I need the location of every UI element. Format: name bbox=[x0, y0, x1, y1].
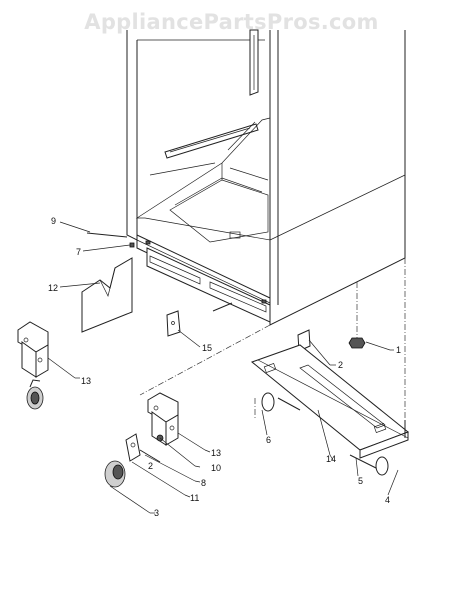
screw-mid bbox=[212, 302, 233, 312]
callout-10: 10 bbox=[211, 463, 221, 473]
callout-labels: 1 2 3 4 5 6 7 8 9 10 11 12 13 13 14 15 2 bbox=[48, 216, 401, 518]
pin-part-6 bbox=[261, 392, 301, 431]
bracket-part-15 bbox=[166, 310, 201, 348]
callout-15: 15 bbox=[202, 343, 212, 353]
roller-wheel-left bbox=[26, 379, 44, 410]
callout-9: 9 bbox=[51, 216, 56, 226]
insulation-panel-part-12 bbox=[59, 257, 133, 333]
screw-part-7 bbox=[82, 242, 135, 252]
watermark-logo: AppliancePartsPros.com bbox=[84, 10, 379, 34]
roller-bracket-part-13-left bbox=[17, 321, 76, 379]
callout-leaders bbox=[75, 349, 394, 514]
callout-13-left: 13 bbox=[81, 376, 91, 386]
callout-5: 5 bbox=[358, 476, 363, 486]
callout-6: 6 bbox=[266, 435, 271, 445]
screw-part-9 bbox=[59, 221, 128, 238]
callout-2-axle: 2 bbox=[148, 461, 153, 471]
callout-12: 12 bbox=[48, 283, 58, 293]
callout-1: 1 bbox=[396, 345, 401, 355]
pin-part-5 bbox=[349, 454, 389, 477]
leveling-leg-part-1 bbox=[348, 337, 391, 351]
callout-14: 14 bbox=[326, 454, 336, 464]
callout-7: 7 bbox=[76, 247, 81, 257]
callout-11: 11 bbox=[190, 493, 199, 503]
refrigerator-cabinet bbox=[126, 29, 406, 326]
screw-part-4 bbox=[387, 420, 406, 496]
callout-4: 4 bbox=[385, 495, 390, 505]
callout-3: 3 bbox=[154, 508, 159, 518]
roller-bracket-part-13-right bbox=[147, 392, 206, 451]
callout-2: 2 bbox=[338, 360, 343, 370]
axle-assembly-parts-8-10-11 bbox=[125, 433, 196, 496]
front-support-rail-part-14 bbox=[250, 344, 409, 459]
callout-13-right: 13 bbox=[211, 448, 221, 458]
roller-wheel-part-3 bbox=[104, 460, 151, 514]
callout-8: 8 bbox=[201, 478, 206, 488]
